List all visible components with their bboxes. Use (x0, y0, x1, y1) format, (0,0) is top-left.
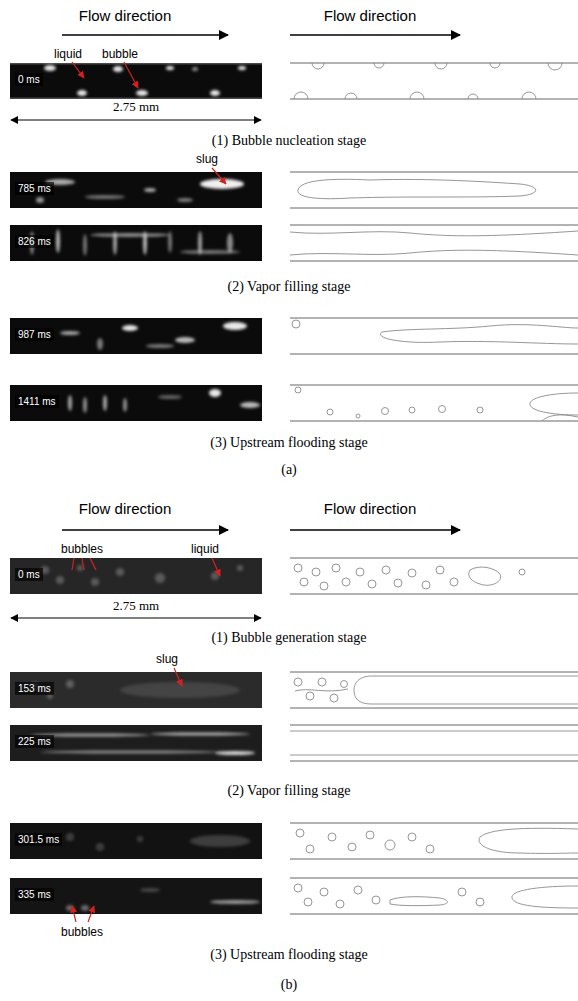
photo-b153 (10, 672, 262, 708)
schematic-a826 (290, 225, 578, 261)
stage-caption: (2) Vapor filling stage (228, 279, 351, 295)
photo-a987 (10, 318, 262, 354)
time-stamp: 0 ms (15, 73, 43, 86)
subfigure-label: (b) (281, 977, 297, 993)
dimension-label: 2.75 mm (113, 598, 159, 614)
flow-arrow (290, 34, 460, 35)
pointer-label: slug (196, 152, 218, 166)
time-stamp: 335 ms (15, 888, 54, 901)
time-stamp: 1411 ms (15, 395, 59, 408)
photo-a785 (10, 172, 262, 208)
stage-caption: (2) Vapor filling stage (228, 783, 351, 799)
schematic-b153 (290, 672, 578, 708)
photo-frame: 987 ms (10, 318, 262, 354)
flow-arrows (62, 35, 460, 530)
photo-b301 (10, 823, 262, 859)
pointer-arrow (72, 62, 84, 78)
flow-label: Flow direction (324, 500, 417, 517)
pointer-label: liquid (54, 47, 82, 61)
flow-arrow (62, 34, 228, 35)
photo-frame: 0 ms (10, 63, 262, 99)
pointer-label: bubble (102, 47, 138, 61)
photo-a826 (10, 225, 262, 261)
stage-caption: (3) Upstream flooding stage (210, 435, 367, 451)
time-stamp: 987 ms (15, 328, 54, 341)
photo-frame: 225 ms (10, 725, 262, 761)
pointer-tick (90, 558, 96, 570)
photo-frame: 153 ms (10, 672, 262, 708)
schematic-b0 (290, 558, 578, 594)
pointer-label: slug (156, 652, 178, 666)
photo-a1411 (10, 385, 262, 421)
photo-frame: 301.5 ms (10, 823, 262, 859)
flow-arrow (62, 529, 228, 530)
schematic-a1411 (290, 385, 578, 421)
dimension-label: 2.75 mm (113, 99, 159, 115)
dimension-arrows (11, 120, 261, 618)
pointer-arrow (174, 668, 182, 686)
schematic-b335 (290, 878, 578, 914)
photo-a1 (10, 63, 262, 99)
subfigure-label: (a) (281, 462, 297, 478)
stage-caption: (1) Bubble generation stage (211, 630, 366, 646)
time-stamp: 826 ms (15, 235, 54, 248)
photo-b225 (10, 725, 262, 761)
stage-caption: (3) Upstream flooding stage (210, 947, 367, 963)
time-stamp: 225 ms (15, 735, 54, 748)
pointer-arrow (124, 62, 138, 88)
pointer-label: liquid (191, 542, 219, 556)
pointer-label: bubbles (61, 542, 103, 556)
schematic-a785 (290, 172, 578, 208)
photo-b0 (10, 558, 262, 594)
dimension-arrow (11, 618, 261, 619)
pointer-tick (72, 558, 74, 570)
photo-frame: 785 ms (10, 172, 262, 208)
pointer-arrow (88, 906, 94, 922)
dimension-arrow (11, 120, 261, 121)
time-stamp: 301.5 ms (15, 833, 62, 846)
photo-frame: 1411 ms (10, 385, 262, 421)
pointer-arrow (72, 906, 76, 922)
time-stamp: 0 ms (15, 568, 43, 581)
red-pointers (72, 62, 226, 922)
flow-label: Flow direction (324, 7, 417, 24)
pointer-label: bubbles (61, 925, 103, 939)
flow-arrow (290, 529, 460, 530)
schematic-b225 (290, 725, 578, 761)
pointer-arrow (212, 558, 220, 576)
photo-b335 (10, 878, 262, 914)
stage-caption: (1) Bubble nucleation stage (212, 133, 366, 149)
schematic-a1 (290, 63, 578, 99)
flow-label: Flow direction (79, 7, 172, 24)
flow-label: Flow direction (79, 500, 172, 517)
photo-frame: 335 ms (10, 878, 262, 914)
pointer-tick (82, 558, 84, 570)
pointer-arrow (212, 168, 226, 184)
schematic-a987 (290, 318, 578, 354)
photo-frame: 0 ms (10, 558, 262, 594)
schematic-b301 (290, 823, 578, 859)
photo-frame: 826 ms (10, 225, 262, 261)
time-stamp: 153 ms (15, 682, 54, 695)
time-stamp: 785 ms (15, 182, 54, 195)
